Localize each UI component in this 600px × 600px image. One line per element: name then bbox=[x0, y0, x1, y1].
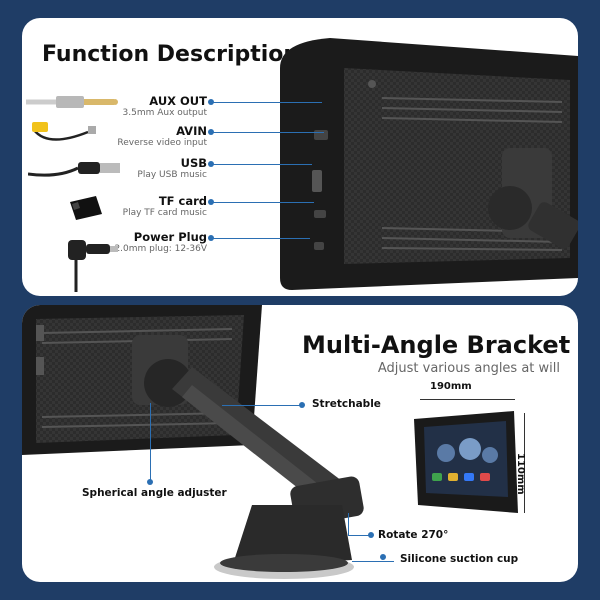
rotate-label: Rotate 270° bbox=[378, 529, 449, 541]
audio-jack-icon bbox=[26, 96, 118, 108]
port-row-aux: AUX OUT 3.5mm Aux output bbox=[22, 94, 207, 128]
power-leader-dot bbox=[208, 235, 214, 241]
tf-leader-dot bbox=[208, 199, 214, 205]
avin-label: AVIN bbox=[176, 124, 207, 138]
avin-desc: Reverse video input bbox=[117, 138, 207, 148]
power-plug-icon bbox=[68, 240, 118, 292]
spherical-label: Spherical angle adjuster bbox=[82, 487, 227, 499]
suction-label: Silicone suction cup bbox=[400, 553, 519, 565]
power-plug-label: Power Plug bbox=[133, 230, 207, 244]
stretchable-dot bbox=[299, 402, 305, 408]
port-row-power: Power Plug 2.0mm plug: 12-36V bbox=[22, 230, 207, 264]
rotate-dot bbox=[368, 532, 374, 538]
usb-desc: Play USB music bbox=[137, 170, 207, 180]
port-row-usb: USB Play USB music bbox=[22, 156, 207, 190]
power-leader-line bbox=[212, 238, 310, 239]
aux-out-desc: 3.5mm Aux output bbox=[122, 108, 207, 118]
aux-leader-line bbox=[212, 102, 322, 103]
avin-leader-dot bbox=[208, 129, 214, 135]
tf-card-label: TF card bbox=[158, 194, 207, 208]
function-description-panel: Function Description AUX OUT 3.5mm Aux o… bbox=[22, 18, 578, 296]
rca-plug-icon bbox=[32, 122, 96, 141]
tf-card-desc: Play TF card music bbox=[122, 208, 207, 218]
suction-dot bbox=[380, 554, 386, 560]
spherical-leader-line bbox=[150, 403, 151, 481]
screen-front-image bbox=[414, 411, 518, 513]
power-plug-desc: 2.0mm plug: 12-36V bbox=[114, 244, 207, 254]
multi-angle-bracket-panel: Multi-Angle Bracket Adjust various angle… bbox=[22, 305, 578, 582]
rotate-leader-vertical bbox=[348, 513, 349, 535]
rotate-leader-horizontal bbox=[348, 535, 372, 536]
avin-leader-line bbox=[212, 132, 324, 133]
function-description-title: Function Description bbox=[42, 42, 300, 67]
stretchable-label: Stretchable bbox=[312, 398, 381, 410]
tf-leader-line bbox=[212, 202, 314, 203]
bracket-subtitle: Adjust various angles at will bbox=[377, 361, 560, 376]
bracket-mount-image bbox=[22, 305, 364, 579]
spherical-dot bbox=[147, 479, 153, 485]
port-row-avin: AVIN Reverse video input bbox=[22, 124, 207, 158]
usb-label: USB bbox=[180, 156, 207, 170]
height-dimension-line bbox=[524, 413, 525, 513]
width-dimension-line bbox=[420, 399, 515, 400]
aux-out-label: AUX OUT bbox=[149, 94, 207, 108]
usb-leader-line bbox=[212, 164, 312, 165]
device-back-image bbox=[280, 38, 578, 290]
width-dimension-label: 190mm bbox=[430, 381, 472, 392]
tf-card-icon bbox=[70, 196, 102, 220]
port-row-tf: TF card Play TF card music bbox=[22, 194, 207, 228]
usb-cable-icon bbox=[28, 162, 120, 177]
aux-leader-dot bbox=[208, 99, 214, 105]
stretchable-leader-line bbox=[222, 405, 300, 406]
usb-leader-dot bbox=[208, 161, 214, 167]
bracket-title: Multi-Angle Bracket bbox=[302, 331, 571, 359]
suction-leader-line bbox=[352, 561, 394, 562]
